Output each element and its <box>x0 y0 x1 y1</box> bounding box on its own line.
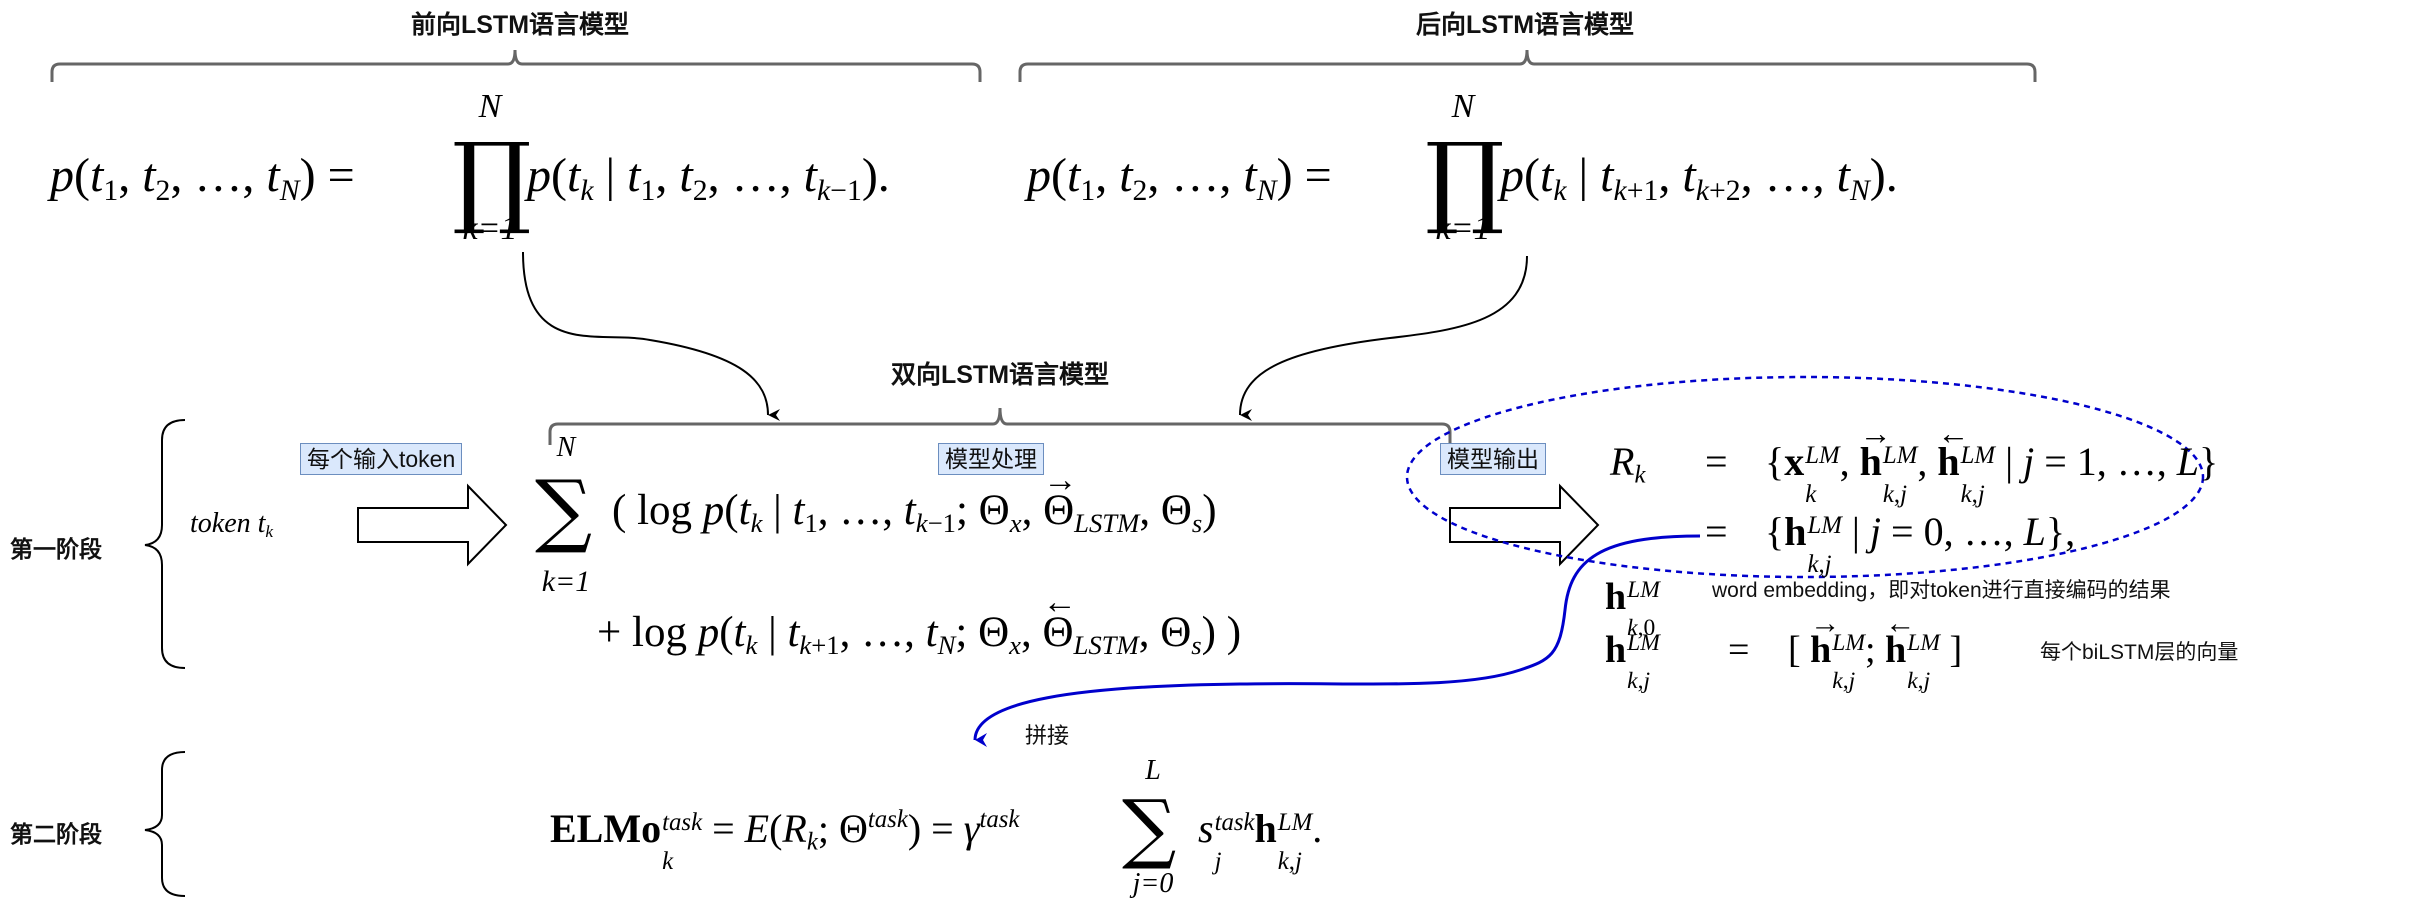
stage2-label: 第二阶段 <box>10 821 102 847</box>
stage1-brace <box>144 419 186 669</box>
bidirectional-brace <box>548 407 1452 445</box>
bidirectional-title: 双向LSTM语言模型 <box>890 361 1110 389</box>
output-arrow <box>1449 483 1600 567</box>
rk-equals-1: = <box>1705 439 1728 484</box>
rk-equals-2: = <box>1705 509 1728 554</box>
stage1-label: 第一阶段 <box>10 536 102 562</box>
rk-symbol: Rk <box>1610 439 1646 489</box>
backward-rhs: p(tk | tk+1, tk+2, …, tN). <box>1500 149 1898 207</box>
forward-to-bi-arrow <box>522 251 781 421</box>
backward-lhs: p(t1, t2, …, tN) = <box>1027 149 1332 207</box>
input-arrow <box>357 483 508 567</box>
hj-equals: = <box>1728 629 1750 671</box>
backward-title: 后向LSTM语言模型 <box>1415 11 1635 39</box>
concat-label: 拼接 <box>1025 723 1070 748</box>
forward-title: 前向LSTM语言模型 <box>410 11 630 39</box>
bi-lower-limit: k=1 <box>541 565 591 598</box>
tag-input: 每个输入token <box>300 443 463 475</box>
stage2-brace <box>144 751 186 897</box>
backward-brace <box>1018 49 2037 82</box>
bi-line2: + log p(tk | tk+1, …, tN; Θx, ←ΘLSTM, Θs… <box>597 583 1242 660</box>
forward-brace <box>50 49 982 82</box>
bi-upper-limit: N <box>556 432 576 463</box>
bi-sum-symbol: ∑ <box>535 463 593 556</box>
elmo-lower-limit: j=0 <box>1132 868 1174 899</box>
tag-process: 模型处理 <box>938 443 1044 475</box>
forward-lhs: p(t1, t2, …, tN) = <box>50 149 355 207</box>
elmo-upper-limit: L <box>1145 755 1161 786</box>
backward-lower-limit: k=1 <box>1435 210 1491 247</box>
input-token: token tk <box>190 508 274 542</box>
backward-upper-limit: N <box>1451 88 1475 125</box>
forward-lower-limit: k=1 <box>462 210 518 247</box>
elmo-sum-symbol: ∑ <box>1122 783 1177 872</box>
backward-product-symbol: ∏ <box>1425 121 1505 238</box>
representation-ellipse <box>1405 375 2205 579</box>
concat-arrow <box>973 534 1701 748</box>
forward-rhs: p(tk | t1, t2, …, tk−1). <box>527 149 890 207</box>
hj-note: 每个biLSTM层的向量 <box>2040 641 2239 664</box>
tag-output: 模型输出 <box>1440 443 1546 475</box>
h0-note: word embedding，即对token进行直接编码的结果 <box>1712 579 2171 602</box>
bi-line1: ( log p(tk | t1, …, tk−1; Θx, →ΘLSTM, Θs… <box>612 461 1217 538</box>
backward-to-bi-arrow <box>1239 255 1528 422</box>
forward-upper-limit: N <box>478 88 502 125</box>
forward-product-symbol: ∏ <box>452 121 532 238</box>
